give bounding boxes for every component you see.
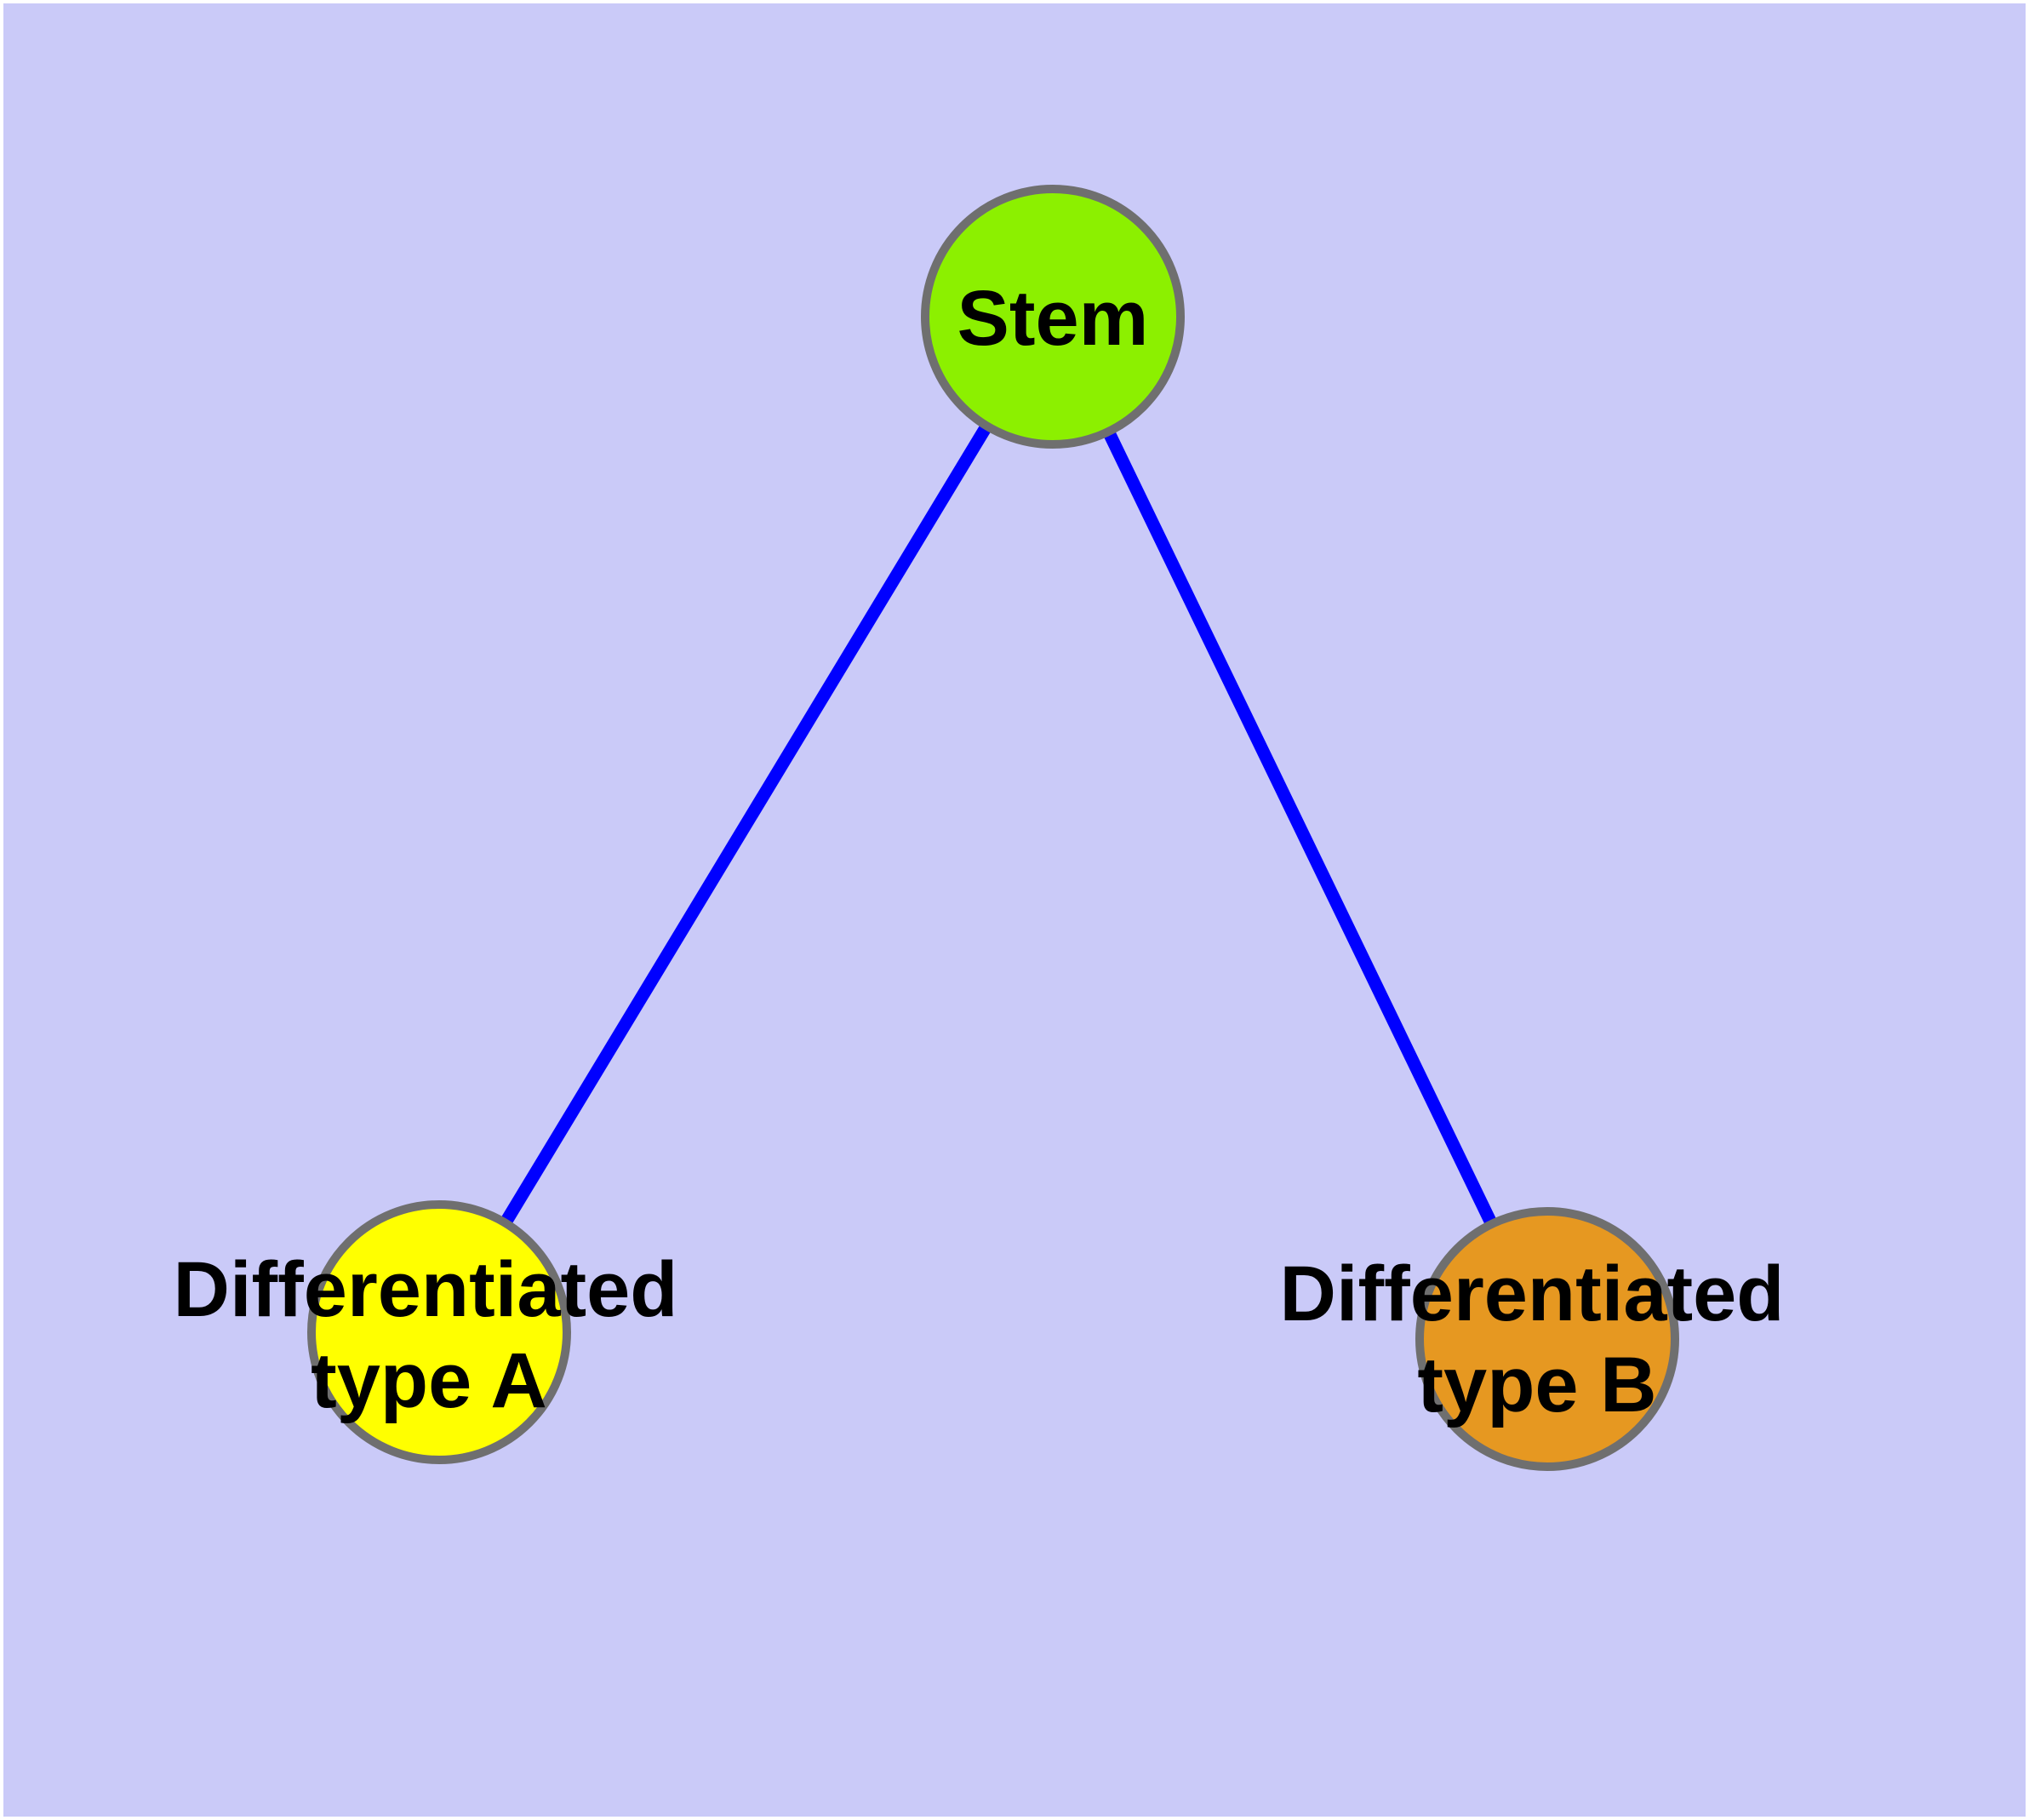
node-type-a-label-line1: Differentiated bbox=[174, 1246, 678, 1333]
node-type-b-label-line2: type B bbox=[1417, 1342, 1656, 1428]
edge-stem-to-type-a bbox=[433, 313, 1059, 1336]
edge-stem-to-type-b bbox=[1047, 313, 1553, 1342]
node-differentiated-type-b bbox=[1415, 1207, 1679, 1471]
node-type-b-label-line1: Differentiated bbox=[1280, 1251, 1785, 1337]
node-type-a-label-line2: type A bbox=[311, 1337, 547, 1424]
node-stem-label: Stem bbox=[957, 275, 1149, 362]
node-stem bbox=[921, 185, 1185, 449]
node-differentiated-type-a bbox=[307, 1200, 571, 1464]
